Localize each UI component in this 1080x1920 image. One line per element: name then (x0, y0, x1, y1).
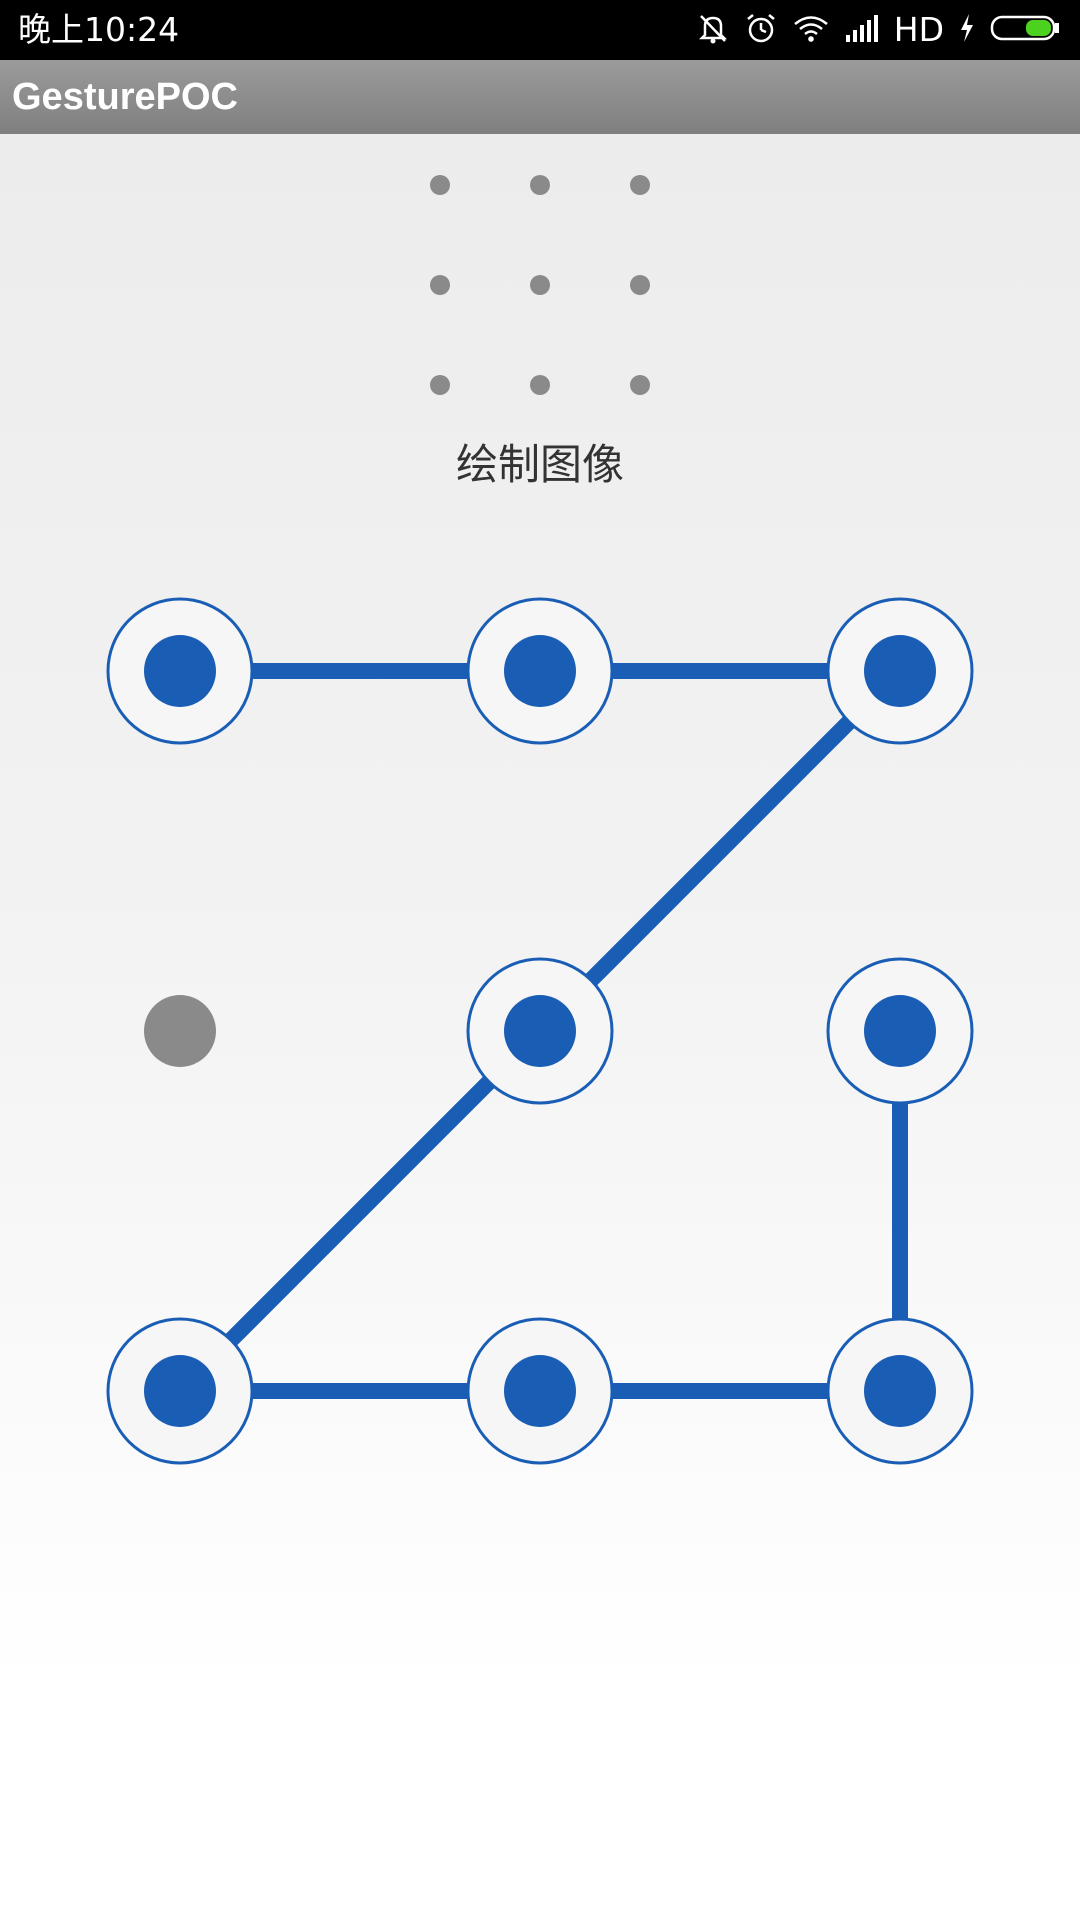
pattern-preview (0, 134, 1080, 434)
notifications-off-icon (696, 11, 730, 49)
pattern-node-dot (504, 995, 576, 1067)
alarm-icon (744, 11, 778, 49)
battery-icon (990, 11, 1062, 49)
preview-dot (530, 375, 550, 395)
pattern-node-dot (504, 635, 576, 707)
wifi-icon (792, 11, 830, 49)
preview-dot (630, 175, 650, 195)
pattern-node-dot (504, 1355, 576, 1427)
pattern-node-dot (864, 995, 936, 1067)
pattern-node-8[interactable] (466, 1317, 614, 1465)
preview-dot (530, 175, 550, 195)
network-type-label: HD (893, 10, 944, 49)
pattern-node-2[interactable] (466, 597, 614, 745)
preview-dot (630, 275, 650, 295)
preview-dot (630, 375, 650, 395)
preview-dot (430, 375, 450, 395)
app-bar: GesturePOC (0, 60, 1080, 134)
charging-icon (958, 11, 976, 49)
status-icons: HD (696, 8, 1062, 52)
pattern-node-3[interactable] (826, 597, 974, 745)
pattern-node-1[interactable] (106, 597, 254, 745)
pattern-node-5[interactable] (466, 957, 614, 1105)
pattern-node-dot (144, 1355, 216, 1427)
pattern-node-dot (144, 635, 216, 707)
pattern-connector-line (534, 665, 906, 1037)
pattern-node-4[interactable] (144, 995, 216, 1067)
pattern-node-6[interactable] (826, 957, 974, 1105)
pattern-connector-line (174, 1025, 546, 1397)
app-title: GesturePOC (12, 76, 238, 118)
pattern-node-dot (144, 995, 216, 1067)
signal-icon (844, 11, 880, 49)
status-bar: 晚上10:24 (0, 0, 1080, 60)
pattern-node-7[interactable] (106, 1317, 254, 1465)
status-time: 晚上10:24 (18, 10, 180, 49)
preview-dot (430, 175, 450, 195)
hint-text: 绘制图像 (455, 440, 624, 489)
preview-dot (430, 275, 450, 295)
preview-dot (530, 275, 550, 295)
pattern-node-9[interactable] (826, 1317, 974, 1465)
pattern-node-dot (864, 635, 936, 707)
pattern-node-dot (864, 1355, 936, 1427)
